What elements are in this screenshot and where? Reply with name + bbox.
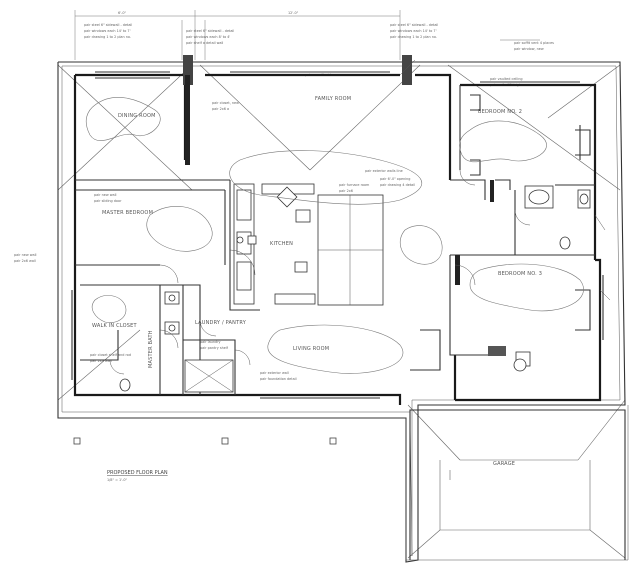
room-label-living: LIVING ROOM: [293, 346, 329, 352]
eave-outline: [57, 61, 629, 563]
note: pair laundry: [200, 340, 221, 344]
note: pair vaulted ceiling: [490, 77, 523, 81]
note: pair steel 6" sidewall - detail: [84, 23, 132, 27]
room-label-bedroom3: BEDROOM NO. 3: [498, 271, 542, 277]
note: pair foundation detail: [260, 377, 297, 381]
room-label-family: FAMILY ROOM: [315, 96, 351, 102]
room-label-laundry: LAUNDRY / PANTRY: [195, 320, 247, 326]
interior-walls: [75, 85, 595, 395]
note: pair 2x6: [339, 189, 353, 193]
dimension-lines: 6'-0" 12'-0": [74, 10, 540, 60]
sketch-blobs: [85, 97, 584, 374]
note: pair 6'-0" opening: [380, 177, 410, 181]
room-label-bedroom2: BEDROOM NO. 2: [478, 109, 522, 115]
note: pair windows each 8' to 4': [186, 35, 230, 39]
note: pair new wall: [14, 253, 37, 257]
drawing-title: PROPOSED FLOOR PLAN: [107, 470, 168, 476]
note: pair soffit vent 4 places: [514, 41, 554, 45]
note: pair drawing 1 to 2 plan no.: [84, 35, 131, 39]
room-label-garage: GARAGE: [493, 461, 515, 467]
note: pair drawing 1 to 2 plan no.: [390, 35, 437, 39]
room-labels: DINING ROOM FAMILY ROOM BEDROOM NO. 2 MA…: [92, 96, 542, 467]
note: pair shelf a detail wall: [186, 41, 223, 45]
note: pair drawing 4 detail: [380, 183, 415, 187]
room-label-master: MASTER BEDROOM: [102, 210, 153, 216]
note: pair furnace room: [339, 183, 370, 187]
note: pair window, new: [514, 47, 544, 51]
note: pair exterior walls line: [365, 169, 403, 173]
note: pair pantry shelf: [200, 346, 229, 350]
note: pair exterior wall: [260, 371, 289, 375]
door-swings: [109, 59, 611, 375]
drawing-scale: 1/8" = 1'-0": [107, 478, 127, 482]
note: pair 2x4 wall: [90, 359, 112, 363]
room-label-master-bath: MASTER BATH: [148, 330, 154, 368]
room-label-dining: DINING ROOM: [118, 113, 156, 119]
note: pair sliding door: [94, 199, 122, 203]
note: pair steel 6" sidewall - detail: [390, 23, 438, 27]
room-label-walkin: WALK IN CLOSET: [92, 323, 138, 329]
bath-fixtures: [119, 185, 591, 393]
note: pair 2x6 wall: [14, 259, 36, 263]
dimension-text: 12'-0": [288, 11, 299, 15]
note: pair closet, new: [212, 101, 239, 105]
note: pair 2x6 a: [212, 107, 229, 111]
dimension-text: 6'-0": [118, 11, 126, 15]
roof-lines: [57, 64, 626, 559]
exterior-walls: [73, 73, 602, 405]
kitchen-cabinets: [233, 183, 384, 306]
note: pair windows each 14' to 7': [84, 29, 131, 33]
note: pair new wall: [94, 193, 117, 197]
foundation-piers: [73, 437, 337, 445]
drawing-title-block: PROPOSED FLOOR PLAN 1/8" = 1'-0": [107, 470, 168, 482]
note: pair steel 6" sidewall - detail: [186, 29, 234, 33]
windows: [71, 71, 604, 399]
room-label-kitchen: KITCHEN: [270, 241, 293, 247]
note: pair windows each 14' to 7': [390, 29, 437, 33]
